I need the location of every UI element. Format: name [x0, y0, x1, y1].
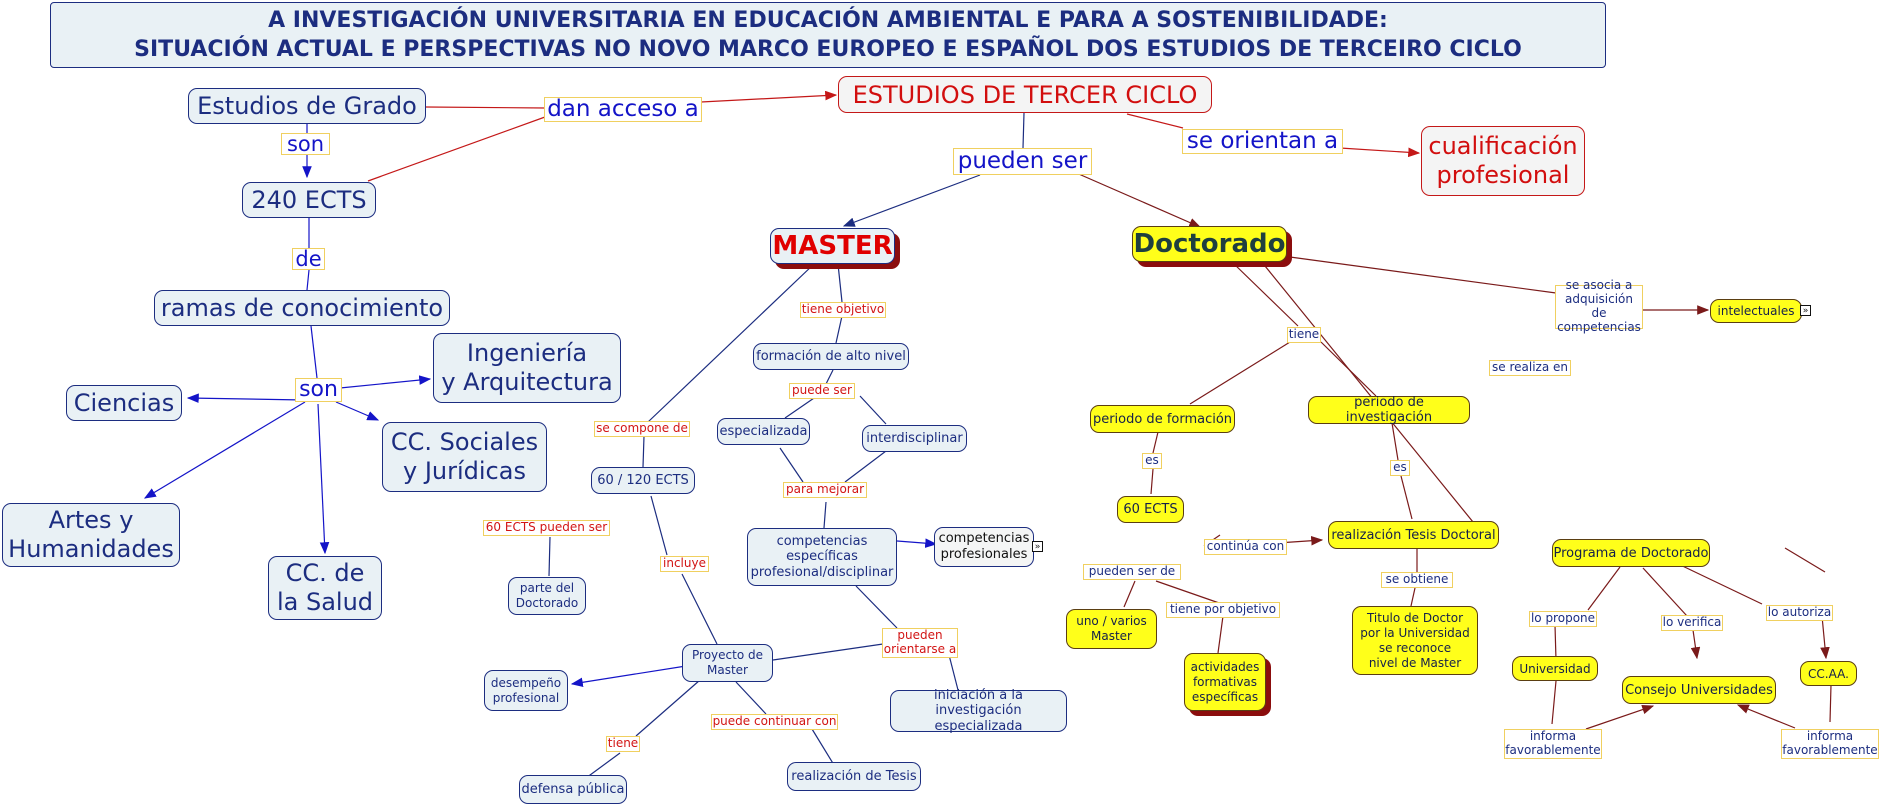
link-se-orientan: se orientan a	[1182, 128, 1343, 154]
link-puede-ser: puede ser	[789, 383, 855, 399]
concept-tercer-ciclo[interactable]: ESTUDIOS DE TERCER CICLO	[838, 76, 1212, 113]
concept-ciencias[interactable]: Ciencias	[66, 385, 182, 421]
link-dan-acceso: dan acceso a	[544, 96, 702, 122]
concept-master[interactable]: MASTER	[770, 228, 895, 264]
link-es-1: es	[1142, 453, 1162, 469]
concept-proyecto-master[interactable]: Proyecto de Master	[682, 644, 773, 682]
link-incluye: incluye	[660, 556, 709, 572]
concept-parte-doctorado[interactable]: parte del Doctorado	[508, 577, 586, 615]
concept-artes[interactable]: Artes y Humanidades	[2, 503, 180, 567]
concept-cualificacion[interactable]: cualificación profesional	[1421, 126, 1585, 196]
concept-240-ects[interactable]: 240 ECTS	[242, 182, 376, 218]
expand-icon[interactable]: »	[1032, 541, 1043, 552]
concept-ingenieria[interactable]: Ingeniería y Arquitectura	[433, 333, 621, 403]
link-continua-con: continúa con	[1204, 539, 1287, 555]
concept-ramas[interactable]: ramas de conocimiento	[154, 290, 450, 326]
concept-periodo-investigacion[interactable]: periodo de investigación	[1308, 395, 1470, 425]
link-informa-1: informa favorablemente	[1504, 729, 1602, 759]
concept-intelectuales[interactable]: intelectuales	[1710, 299, 1802, 323]
link-pueden-ser: pueden ser	[953, 148, 1092, 175]
concept-uno-varios[interactable]: uno / varios Master	[1066, 609, 1157, 649]
link-puede-continuar: puede continuar con	[711, 714, 838, 730]
concept-especializada[interactable]: especializada	[717, 418, 810, 445]
concept-competencias-esp[interactable]: competencias específicas profesional/dis…	[747, 528, 897, 586]
link-pueden-orientarse: pueden orientarse a	[882, 628, 958, 658]
concept-60-120-ects[interactable]: 60 / 120 ECTS	[591, 467, 695, 494]
concept-cc-sociales[interactable]: CC. Sociales y Jurídicas	[382, 422, 547, 492]
link-para-mejorar: para mejorar	[783, 482, 867, 498]
concept-periodo-formacion[interactable]: periodo de formación	[1090, 405, 1235, 433]
expand-icon[interactable]: »	[1800, 305, 1811, 316]
link-lo-propone: lo propone	[1529, 611, 1597, 627]
link-informa-2: informa favorablemente	[1781, 729, 1879, 759]
concept-ccaa[interactable]: CC.AA.	[1800, 661, 1857, 686]
concept-actividades[interactable]: actividades formativas específicas	[1184, 653, 1266, 711]
link-tiene-1: tiene	[606, 736, 640, 752]
link-se-asocia: se asocia a adquisición de competencias	[1555, 279, 1643, 334]
concept-realizacion-tesis[interactable]: realización de Tesis	[787, 762, 921, 791]
link-se-compone: se compone de	[594, 421, 690, 437]
link-se-realiza: se realiza en	[1489, 360, 1571, 376]
concept-realizacion-tesis-doctoral[interactable]: realización Tesis Doctoral	[1328, 521, 1499, 549]
concept-defensa[interactable]: defensa pública	[519, 775, 627, 804]
concept-cc-salud[interactable]: CC. de la Salud	[268, 556, 382, 620]
concept-competencias-prof[interactable]: competencias profesionales	[934, 527, 1034, 567]
concept-consejo[interactable]: Consejo Universidades	[1622, 676, 1776, 704]
map-title: A INVESTIGACIÓN UNIVERSITARIA EN EDUCACI…	[50, 2, 1606, 68]
concept-universidad[interactable]: Universidad	[1512, 656, 1598, 681]
concept-interdisciplinar[interactable]: interdisciplinar	[862, 425, 967, 452]
link-tiene-2: tiene	[1287, 327, 1321, 343]
link-tiene-por-objetivo: tiene por objetivo	[1166, 602, 1280, 618]
link-lo-autoriza: lo autoriza	[1766, 605, 1833, 621]
link-60-ects-pueden: 60 ECTS pueden ser	[483, 520, 610, 536]
concept-60-ects[interactable]: 60 ECTS	[1117, 496, 1184, 523]
link-es-2: es	[1390, 460, 1410, 476]
concept-estudios-grado[interactable]: Estudios de Grado	[188, 88, 426, 124]
link-tiene-objetivo: tiene objetivo	[800, 302, 886, 318]
concept-programa-doctorado[interactable]: Programa de Doctorado	[1552, 539, 1710, 567]
title-line-1: A INVESTIGACIÓN UNIVERSITARIA EN EDUCACI…	[268, 8, 1388, 33]
link-de: de	[292, 247, 325, 271]
concept-desempeno[interactable]: desempeño profesional	[484, 670, 568, 711]
link-se-obtiene: se obtiene	[1381, 572, 1453, 588]
concept-formacion-alto[interactable]: formación de alto nivel	[753, 343, 909, 370]
concept-doctorado[interactable]: Doctorado	[1132, 226, 1287, 262]
link-pueden-ser-de: pueden ser de	[1083, 564, 1181, 580]
concept-iniciacion[interactable]: iniciación a la investigación especializ…	[890, 688, 1067, 734]
link-lo-verifica: lo verifica	[1661, 615, 1723, 631]
concept-titulo-doctor[interactable]: Titulo de Doctor por la Universidad se r…	[1352, 606, 1478, 675]
title-line-2: SITUACIÓN ACTUAL E PERSPECTIVAS NO NOVO …	[134, 37, 1522, 62]
link-son-2: son	[295, 377, 342, 402]
link-son-1: son	[281, 132, 330, 156]
